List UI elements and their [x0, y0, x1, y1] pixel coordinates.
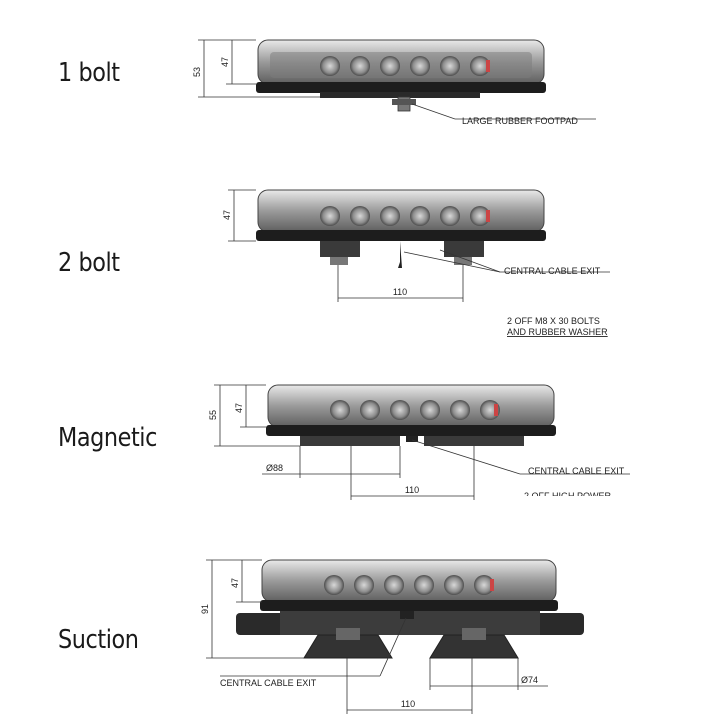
dim-suction-diameter: Ø74 [521, 675, 538, 685]
drawing-suction: 91 47 CENTRAL CABLE EXIT Ø74 110 [200, 559, 584, 714]
dim-magnetic-overall: 55 [208, 410, 218, 420]
label-2-bolt: 2 bolt [58, 248, 120, 278]
dimensions-suction [206, 559, 548, 714]
lightbar-magnetic [266, 384, 556, 446]
callout-magnetic-cable: CENTRAL CABLE EXIT [528, 466, 625, 476]
dimensions-1-bolt [198, 39, 596, 120]
dim-suction-overall: 91 [200, 604, 210, 614]
lightbar-2-bolt [256, 189, 546, 268]
drawing-2-bolt: 47 110 CENTRAL CABLE EXIT 2 OFF M8 X 30 … [222, 189, 610, 337]
drawing-magnetic: 55 47 Ø88 110 CENTRAL CABLE EXIT 2 OFF H… [208, 384, 630, 501]
dim-2-bolt-body: 47 [222, 210, 232, 220]
label-suction: Suction [58, 625, 139, 655]
dim-2-bolt-spacing: 110 [393, 287, 407, 297]
drawing-1-bolt: 53 47 LARGE RUBBER FOOTPAD [192, 39, 596, 126]
dim-magnetic-diameter: Ø88 [266, 463, 283, 473]
dim-suction-spacing: 110 [401, 699, 415, 709]
dim-magnetic-body: 47 [234, 403, 244, 413]
callout-2-bolt-cable: CENTRAL CABLE EXIT [504, 266, 601, 276]
note-magnetic-cut: 2 OFF HIGH POWER [524, 491, 612, 501]
lightbar-1-bolt [256, 39, 546, 112]
dim-suction-body: 47 [230, 578, 240, 588]
lightbar-suction [236, 559, 584, 659]
note-magnetic-clipped: 2 OFF HIGH POWER [524, 491, 612, 501]
dimensions-magnetic [214, 384, 630, 500]
note-2-bolt-line1: 2 OFF M8 X 30 BOLTS [507, 316, 600, 326]
dim-1-bolt-body: 47 [220, 57, 230, 67]
dim-magnetic-spacing: 110 [405, 485, 419, 495]
callout-footpad: LARGE RUBBER FOOTPAD [462, 116, 578, 126]
dim-1-bolt-overall: 53 [192, 67, 202, 77]
dimensions-2-bolt [228, 189, 610, 302]
note-2-bolt-line2: AND RUBBER WASHER [507, 327, 608, 337]
callout-suction-cable: CENTRAL CABLE EXIT [220, 678, 317, 688]
label-magnetic: Magnetic [58, 423, 157, 453]
label-1-bolt: 1 bolt [58, 58, 120, 88]
